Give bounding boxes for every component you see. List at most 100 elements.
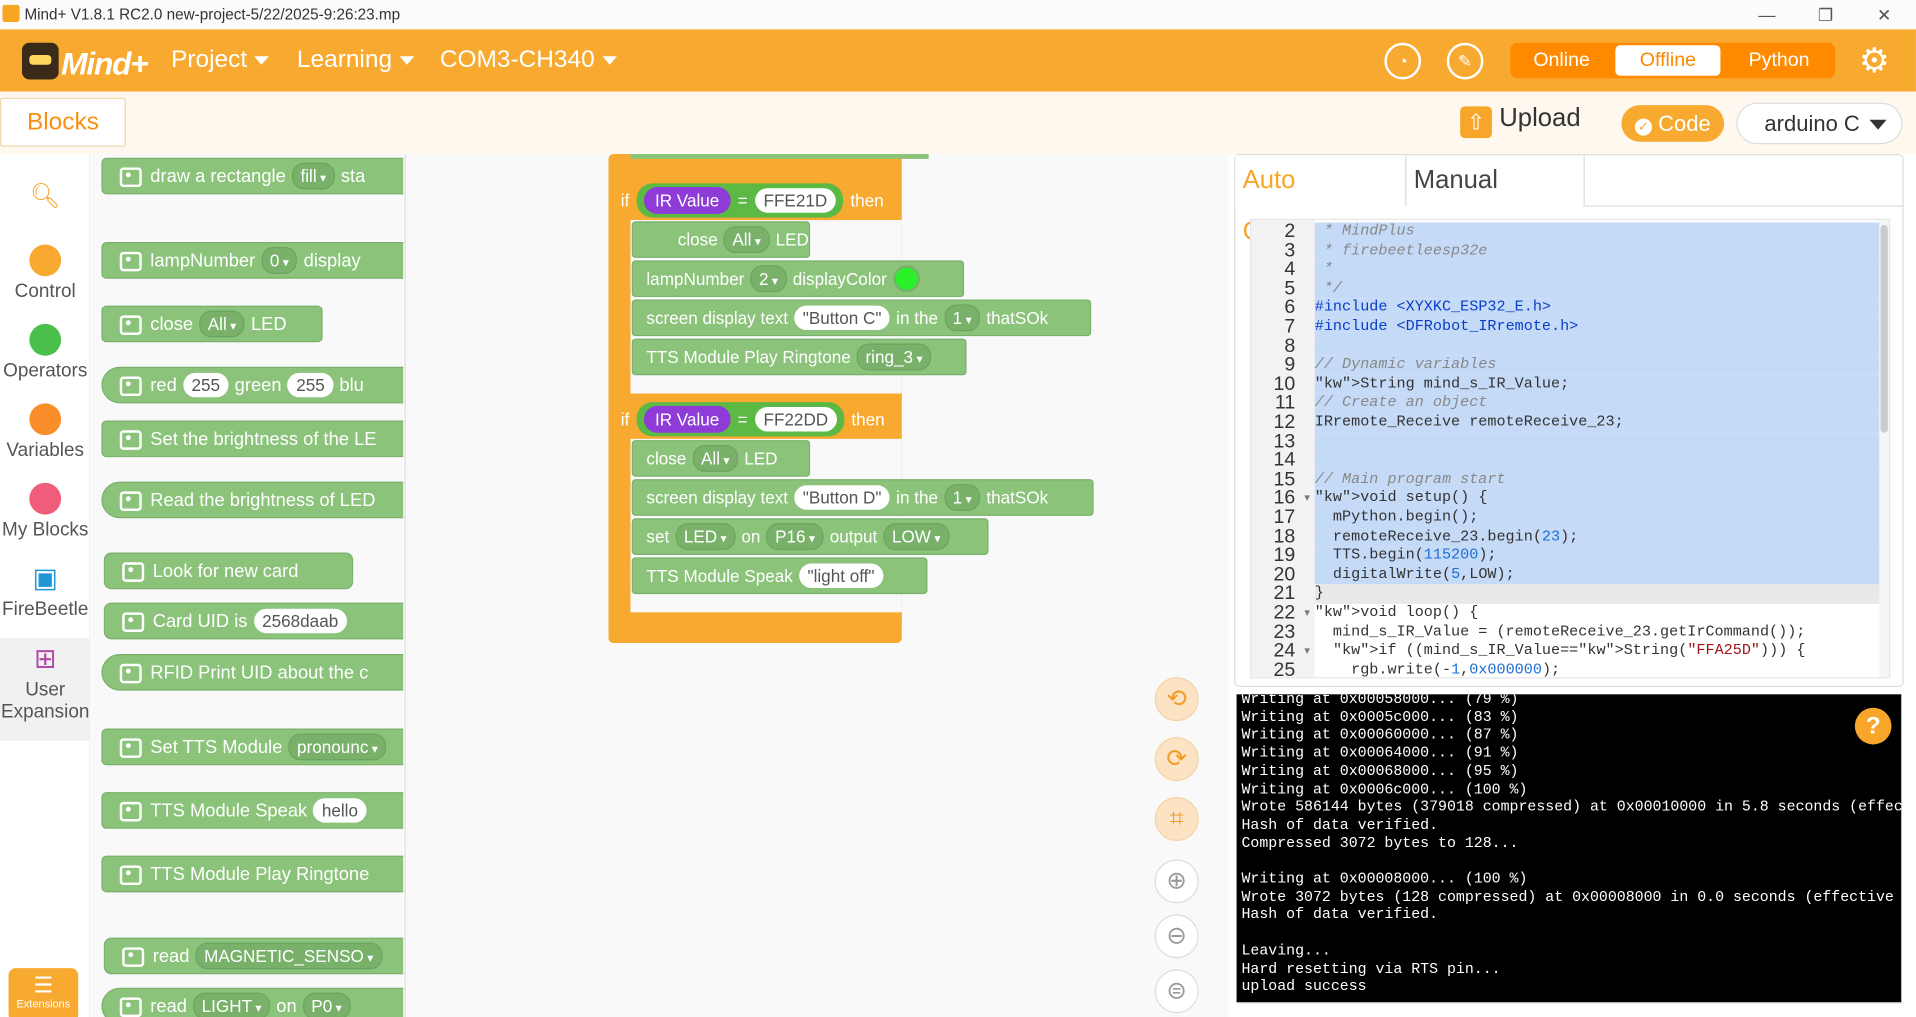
code-line[interactable] <box>1314 432 1882 452</box>
code-line[interactable]: "kw">void loop() { <box>1314 603 1479 621</box>
palette-block-tts-ringtone[interactable]: TTS Module Play Ringtone <box>101 855 404 893</box>
zoom-reset-icon[interactable]: ⊜ <box>1154 969 1199 1014</box>
compare-block[interactable]: IR Value = FF22DD <box>636 402 845 437</box>
block-screen-display-d[interactable]: screen display text"Button D"in the1that… <box>631 479 1094 516</box>
minimize-button[interactable]: — <box>1758 4 1776 25</box>
block-workspace[interactable]: if IR Value = FFE21D then closeAllLED la… <box>404 154 1229 1017</box>
palette-block-close-led[interactable]: closeAllLED <box>101 305 323 343</box>
search-icon[interactable]: 🔍︎ <box>29 183 61 211</box>
compare-value[interactable]: FFE21D <box>754 188 836 213</box>
mode-offline[interactable]: Offline <box>1615 45 1721 76</box>
code-line[interactable]: * MindPlus <box>1314 222 1882 242</box>
block-lamp-number[interactable]: lampNumber2displayColor <box>631 260 965 298</box>
zoom-out-icon[interactable]: ⊖ <box>1154 914 1199 959</box>
palette-block-lamp-number[interactable]: lampNumber0display <box>101 242 404 279</box>
edit-icon[interactable]: ✎ <box>1446 42 1484 80</box>
block-close-led[interactable]: closeAllLED <box>631 221 811 258</box>
code-line[interactable]: */ <box>1314 279 1882 299</box>
redo-icon[interactable]: ⟳ <box>1154 737 1199 782</box>
block-dropdown[interactable]: fill <box>291 162 335 190</box>
code-line[interactable]: } <box>1314 584 1882 604</box>
tab-auto-generate[interactable]: Auto Generate <box>1235 155 1407 246</box>
color-swatch[interactable] <box>892 265 920 293</box>
block-dropdown[interactable]: P16 <box>766 523 824 551</box>
palette-block-set-brightness[interactable]: Set the brightness of the LE <box>101 420 404 458</box>
text-value[interactable]: "light off" <box>798 563 884 588</box>
category-firebeetle[interactable]: ▣FireBeetle <box>0 562 90 621</box>
extensions-button[interactable]: ☰Extensions <box>8 968 79 1017</box>
code-line[interactable] <box>1314 336 1882 356</box>
language-select[interactable]: arduino C <box>1736 102 1903 145</box>
palette-block-look-for-card[interactable]: Look for new card <box>103 552 354 590</box>
dashboard-icon[interactable]: ◔ <box>1384 42 1422 80</box>
block-dropdown[interactable]: 1 <box>944 484 981 511</box>
block-dropdown[interactable]: All <box>723 226 770 254</box>
undo-icon[interactable]: ⟲ <box>1154 677 1199 722</box>
fold-arrow-icon[interactable]: ▾ <box>1304 644 1310 657</box>
code-line[interactable]: rgb.write(-1,0x000000); <box>1314 661 1561 679</box>
fold-arrow-icon[interactable]: ▾ <box>1304 606 1310 619</box>
palette-block-rfid-print[interactable]: RFID Print UID about the c <box>101 653 404 691</box>
block-dropdown[interactable]: All <box>199 310 245 338</box>
ir-value-reporter[interactable]: IR Value <box>643 405 731 433</box>
code-line[interactable]: mind_s_IR_Value = (remoteReceive_23.getI… <box>1314 622 1806 641</box>
block-dropdown[interactable]: 1 <box>944 304 981 332</box>
block-dropdown[interactable]: pronounc <box>288 733 387 761</box>
code-line[interactable]: #include <DFRobot_IRremote.h> <box>1314 317 1882 337</box>
code-line[interactable]: "kw">if ((mind_s_IR_Value=="kw">String("… <box>1332 641 1806 660</box>
code-line[interactable]: digitalWrite(5,LOW); <box>1314 565 1882 585</box>
code-button[interactable]: ✓Code <box>1621 105 1725 142</box>
block-dropdown[interactable]: LOW <box>883 523 950 551</box>
close-window-button[interactable]: ✕ <box>1876 4 1892 25</box>
category-control[interactable]: Control <box>0 244 90 303</box>
mode-python[interactable]: Python <box>1748 50 1810 71</box>
block-close-led[interactable]: closeAllLED <box>631 440 811 477</box>
block-dropdown[interactable]: LED <box>675 523 736 551</box>
restore-button[interactable]: ❐ <box>1817 4 1834 25</box>
menu-project[interactable]: Project <box>171 46 270 74</box>
code-line[interactable]: remoteReceive_23.begin(23); <box>1314 527 1882 547</box>
serial-console[interactable]: Writing at 0x00058000... (79 %)Writing a… <box>1236 694 1902 1003</box>
code-line[interactable]: // Main program start <box>1314 470 1882 490</box>
tts-speak-value[interactable]: hello <box>313 798 367 823</box>
fold-arrow-icon[interactable]: ▾ <box>1304 491 1310 505</box>
card-uid-value[interactable]: 2568daab <box>253 608 347 634</box>
green-value[interactable]: 255 <box>287 372 334 398</box>
text-value[interactable]: "Button D" <box>794 485 891 510</box>
upload-button[interactable]: ⇧Upload <box>1460 104 1581 139</box>
code-line[interactable]: #include <XYXKC_ESP32_E.h> <box>1314 298 1882 318</box>
code-line[interactable]: mPython.begin(); <box>1314 508 1882 528</box>
zoom-in-icon[interactable]: ⊕ <box>1154 859 1199 904</box>
help-icon[interactable]: ? <box>1854 707 1892 745</box>
category-operators[interactable]: Operators <box>0 323 90 383</box>
code-line[interactable]: * firebeetleesp32e <box>1314 241 1882 261</box>
palette-block-read-light[interactable]: readLIGHTonP0 <box>101 987 404 1017</box>
blocks-tab[interactable]: Blocks <box>0 97 126 147</box>
compare-block[interactable]: IR Value = FFE21D <box>636 183 844 218</box>
tab-manual-editing[interactable]: Manual Editing <box>1406 155 1585 246</box>
red-value[interactable]: 255 <box>182 372 229 398</box>
block-screen-display-c[interactable]: screen display text"Button C"in the1that… <box>631 299 1092 337</box>
code-line[interactable]: "kw">String mind_s_IR_Value; <box>1314 375 1882 395</box>
block-set-led-output[interactable]: setLEDonP16outputLOW <box>631 518 989 555</box>
ir-value-reporter[interactable]: IR Value <box>643 187 731 214</box>
text-value[interactable]: "Button C" <box>794 305 891 331</box>
code-text[interactable]: * MindPlus * firebeetleesp32e * */#inclu… <box>1314 220 1889 679</box>
category-my-blocks[interactable]: My Blocks <box>0 482 90 542</box>
menu-port[interactable]: COM3-CH340 <box>440 46 617 74</box>
palette-block-read-brightness[interactable]: Read the brightness of LED <box>101 481 404 519</box>
code-line[interactable]: "kw">void setup() { <box>1314 489 1882 509</box>
block-dropdown[interactable]: 0 <box>261 246 298 274</box>
code-line[interactable] <box>1314 451 1882 471</box>
block-dropdown[interactable]: ring_3 <box>856 343 932 371</box>
scrollbar-thumb[interactable] <box>1880 224 1888 433</box>
category-user-expansion[interactable]: ⊞User Expansion <box>0 638 91 741</box>
block-tts-speak[interactable]: TTS Module Speak"light off" <box>631 557 928 595</box>
block-dropdown[interactable]: MAGNETIC_SENSO <box>195 942 382 970</box>
